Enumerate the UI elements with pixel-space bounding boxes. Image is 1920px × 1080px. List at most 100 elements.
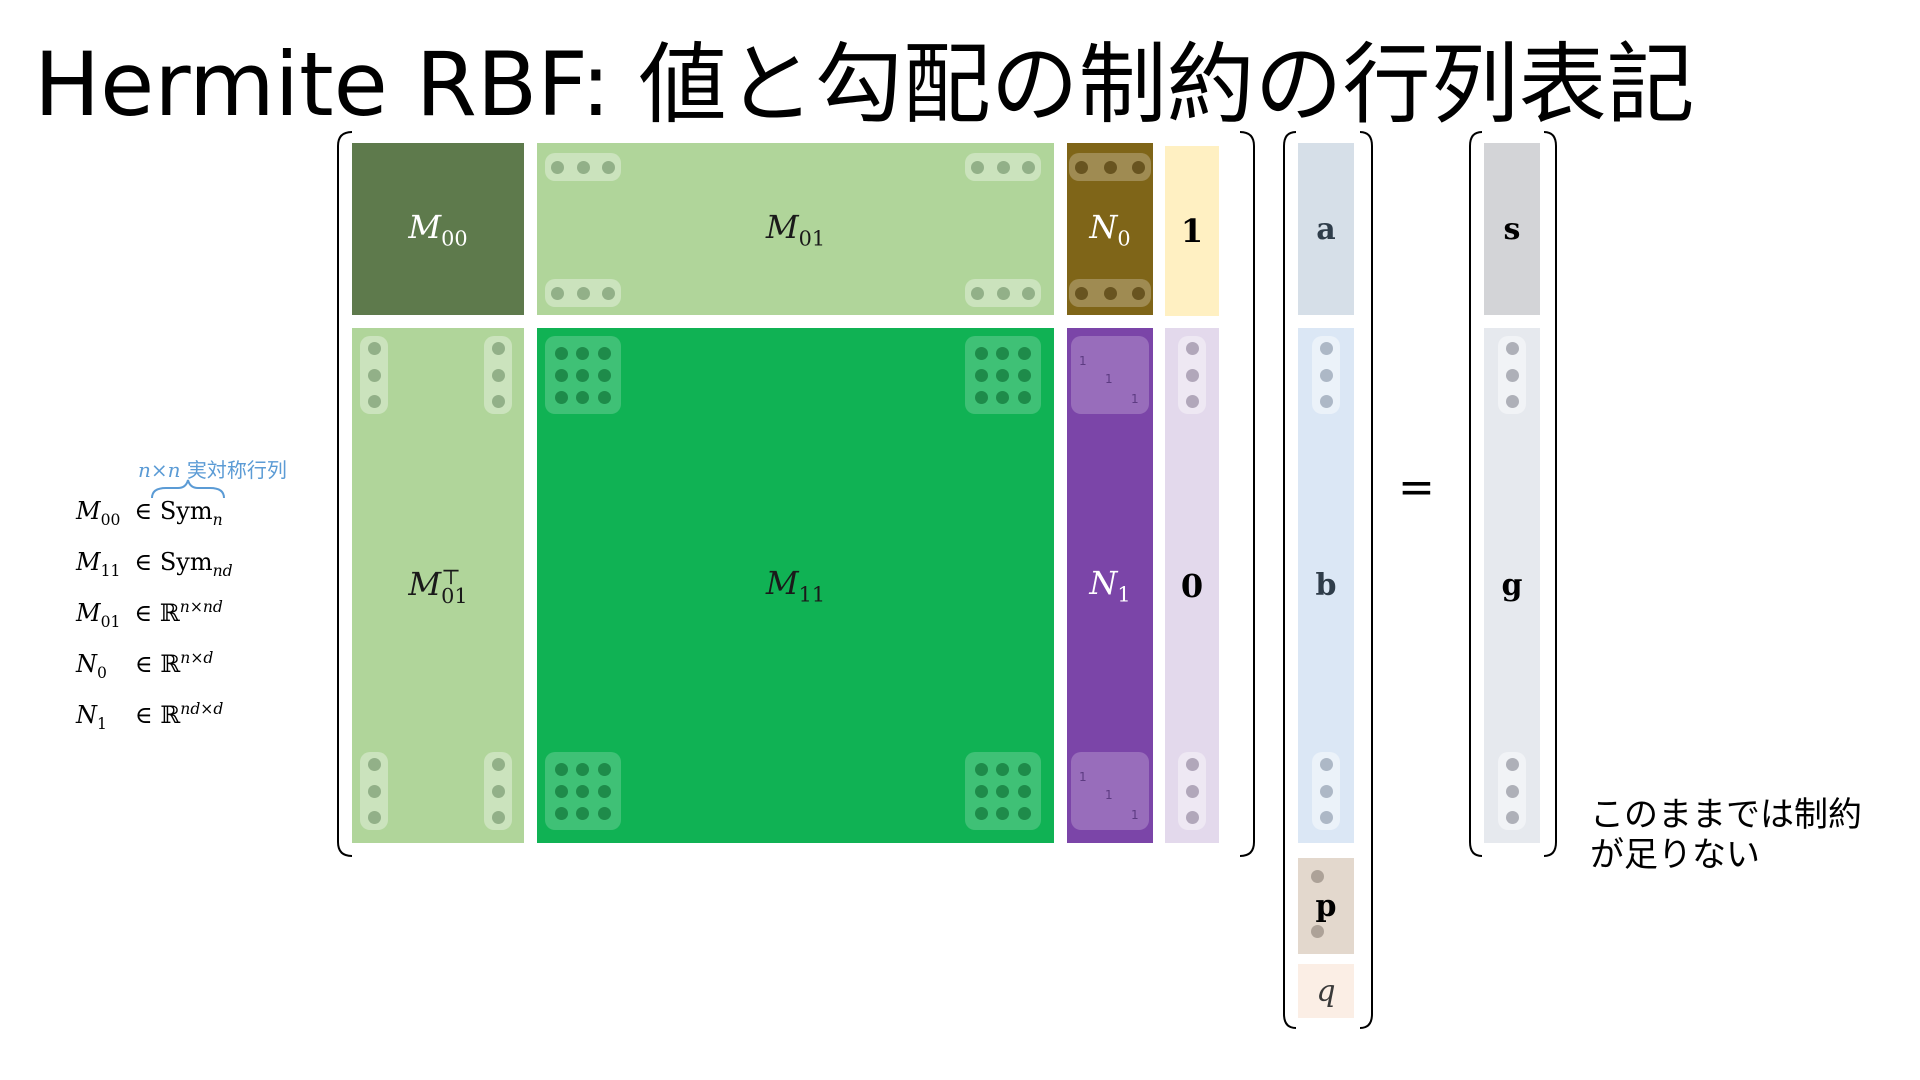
ellipsis-dot	[576, 346, 590, 360]
ellipsis-dot	[1505, 342, 1519, 355]
diag-digit: 1	[1105, 788, 1113, 802]
ellipsis-dot	[1022, 286, 1035, 300]
vector-s: s	[1484, 143, 1540, 315]
ellipsis-dot	[1185, 342, 1199, 355]
ellipsis-dot	[1505, 758, 1519, 771]
sym-annotation-dims: n×n	[138, 458, 181, 482]
vector-a-label: a	[1316, 211, 1336, 247]
ellipsis-dot	[996, 286, 1010, 300]
ellipsis-dot	[576, 390, 590, 404]
ellipsis-dot	[576, 368, 590, 382]
ellipsis-m01t-bl	[360, 752, 388, 830]
ellipsis-dot	[367, 811, 381, 824]
ellipsis-m01-tr	[965, 153, 1041, 181]
ellipsis-m01t-tr	[484, 336, 512, 414]
ellipsis-dot	[1103, 286, 1117, 300]
ellipsis-dot	[996, 346, 1010, 360]
block-m00-label: M00	[408, 207, 468, 251]
ellipsis-dot	[996, 762, 1010, 776]
note-line-2: が足りない	[1590, 835, 1760, 875]
block-m01-label: M01	[765, 207, 826, 251]
ellipsis-dot	[576, 784, 590, 798]
ellipsis-dot	[1132, 286, 1145, 300]
ellipsis-dot	[367, 758, 381, 771]
ellipsis-dot	[975, 346, 989, 360]
ellipsis-dot	[971, 160, 984, 174]
ellipsis-m01-tl	[545, 153, 621, 181]
ellipsis-dot	[1505, 811, 1519, 824]
ellipsis-n0-top	[1069, 153, 1151, 181]
ellipsis-dot	[602, 286, 615, 300]
vector-p-label: p	[1315, 888, 1337, 924]
block-zeros-vector: 0	[1165, 328, 1219, 843]
unknown-vector-right-bracket	[1359, 131, 1373, 1029]
ellipsis-m01t-tl	[360, 336, 388, 414]
ellipsis-dot	[551, 286, 564, 300]
ellipsis-dot	[551, 160, 564, 174]
diag-digit: 1	[1079, 354, 1087, 368]
ellipsis-dot	[1319, 758, 1333, 771]
vector-b: b	[1298, 328, 1354, 843]
ellipsis-dot	[1017, 346, 1031, 360]
ellipsis-dot	[1319, 811, 1333, 824]
ellipsis-dot	[576, 762, 590, 776]
ellipsis-dot	[491, 811, 505, 824]
block-n0-label: N0	[1089, 207, 1131, 251]
ellipsis-dot	[1017, 762, 1031, 776]
ellipsis-dot	[597, 346, 611, 360]
ellipsis-dot-p	[1311, 870, 1324, 883]
ellipsis-dot	[597, 390, 611, 404]
main-matrix-left-bracket	[337, 131, 353, 857]
ellipsis-dot	[1505, 368, 1519, 382]
ellipsis-g-top	[1498, 336, 1526, 414]
ellipsis-b-bottom	[1312, 752, 1340, 830]
ellipsis-g-bottom	[1498, 752, 1526, 830]
diag-digit: 1	[1079, 770, 1087, 784]
rhs-vector-left-bracket	[1469, 131, 1483, 857]
ellipsis-dot	[555, 762, 569, 776]
diag-digit: 1	[1131, 808, 1139, 822]
ellipsis-dot	[1103, 160, 1117, 174]
ellipsis-dot	[1075, 160, 1088, 174]
definition-row: M01∈ ℝn×nd	[76, 598, 223, 631]
block-m00: M00	[352, 143, 524, 315]
ellipsis-dot	[491, 395, 505, 408]
ellipsis-dot	[975, 390, 989, 404]
vector-g: g	[1484, 328, 1540, 843]
ellipsis-dot	[367, 784, 381, 798]
ellipsis-dot	[975, 762, 989, 776]
block-m01-transpose: M⊤01	[352, 328, 524, 843]
ellipsis-b-top	[1312, 336, 1340, 414]
ellipsis-dot	[1185, 395, 1199, 408]
ellipsis-dot	[1185, 811, 1199, 824]
ellipsis-m11-tl	[545, 336, 621, 414]
page-title: Hermite RBF: 値と勾配の制約の行列表記	[34, 33, 1695, 136]
block-n1: N1	[1067, 328, 1153, 843]
block-m11-label: M11	[765, 564, 826, 607]
equals-sign: =	[1398, 462, 1435, 513]
definition-row: N1∈ ℝnd×d	[76, 700, 224, 733]
block-m01-transpose-label: M⊤01	[408, 565, 468, 608]
ellipsis-dot	[1319, 784, 1333, 798]
ellipsis-m01t-br	[484, 752, 512, 830]
ellipsis-dot	[1017, 784, 1031, 798]
definition-row: N0∈ ℝn×d	[76, 649, 214, 682]
ellipsis-dot	[491, 342, 505, 355]
ellipsis-m11-br	[965, 752, 1041, 830]
ellipsis-dot	[996, 368, 1010, 382]
block-zeros-label: 0	[1180, 566, 1204, 605]
ellipsis-dot	[975, 368, 989, 382]
ellipsis-dot	[996, 160, 1010, 174]
ellipsis-m01-bl	[545, 279, 621, 307]
ellipsis-dot	[555, 806, 569, 820]
rhs-vector-right-bracket	[1543, 131, 1557, 857]
ellipsis-dot	[1319, 342, 1333, 355]
vector-s-label: s	[1503, 211, 1521, 247]
block-n1-label: N1	[1089, 564, 1131, 607]
unknown-vector-left-bracket	[1283, 131, 1297, 1029]
vector-q-label: q	[1316, 973, 1336, 1009]
main-matrix-right-bracket	[1239, 131, 1255, 857]
ellipsis-dot	[555, 346, 569, 360]
